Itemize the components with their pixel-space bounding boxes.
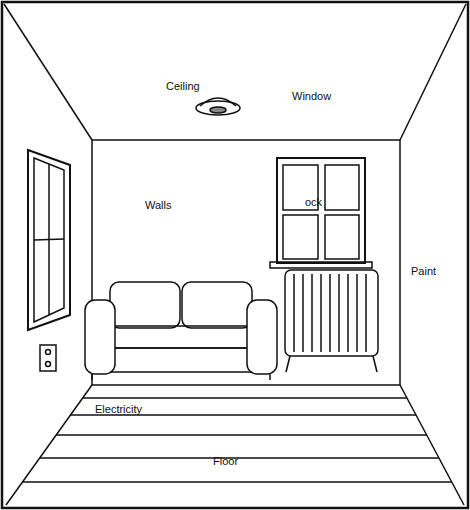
sofa-leg	[269, 374, 271, 380]
radiator-fin	[329, 274, 331, 352]
radiator-leg	[373, 356, 377, 372]
part-label: Paint	[411, 265, 436, 278]
sofa-base	[100, 348, 262, 372]
sofa-seat	[110, 326, 252, 348]
window-pane	[283, 215, 318, 259]
side-window-pane	[34, 158, 64, 322]
wall-outlet	[40, 345, 56, 371]
sofa-arm	[85, 300, 115, 374]
sofa-leg	[91, 374, 93, 380]
part-label: Floor	[213, 455, 238, 468]
lamp-bulb	[210, 107, 226, 113]
radiator	[285, 270, 378, 356]
side-window	[28, 150, 70, 330]
ceiling-lamp	[196, 101, 240, 115]
back-window	[277, 158, 365, 263]
floor-plank	[83, 397, 407, 399]
radiator-fin	[356, 274, 358, 352]
radiator-fin	[302, 274, 304, 352]
floor-plank	[40, 457, 439, 459]
window-pane	[325, 165, 359, 210]
floor-edge	[400, 385, 464, 505]
radiator-fin	[293, 274, 295, 352]
radiator-fin	[365, 274, 367, 352]
back-wall	[92, 140, 400, 385]
radiator-leg	[286, 356, 290, 372]
radiator-fin	[338, 274, 340, 352]
part-label: Ceiling	[166, 80, 200, 93]
outlet-socket	[46, 350, 51, 355]
floor-plank	[22, 481, 452, 483]
window-sill	[270, 262, 372, 268]
part-label: ock	[305, 196, 322, 209]
sofa-cushion	[182, 282, 252, 328]
floor-plank	[56, 434, 427, 436]
part-label: Walls	[145, 199, 171, 212]
ceiling-edge	[4, 4, 92, 140]
part-label: Window	[292, 90, 331, 103]
radiator-fin	[347, 274, 349, 352]
floor-edge	[6, 385, 92, 505]
window-pane	[325, 215, 359, 259]
part-label: Electricity	[95, 403, 142, 416]
outlet-socket	[46, 362, 51, 367]
window-muntin	[34, 239, 64, 240]
ceiling-edge	[400, 4, 466, 140]
sofa-arm	[247, 300, 277, 374]
radiator-fin	[311, 274, 313, 352]
sofa-cushion	[110, 282, 180, 328]
radiator-fin	[320, 274, 322, 352]
